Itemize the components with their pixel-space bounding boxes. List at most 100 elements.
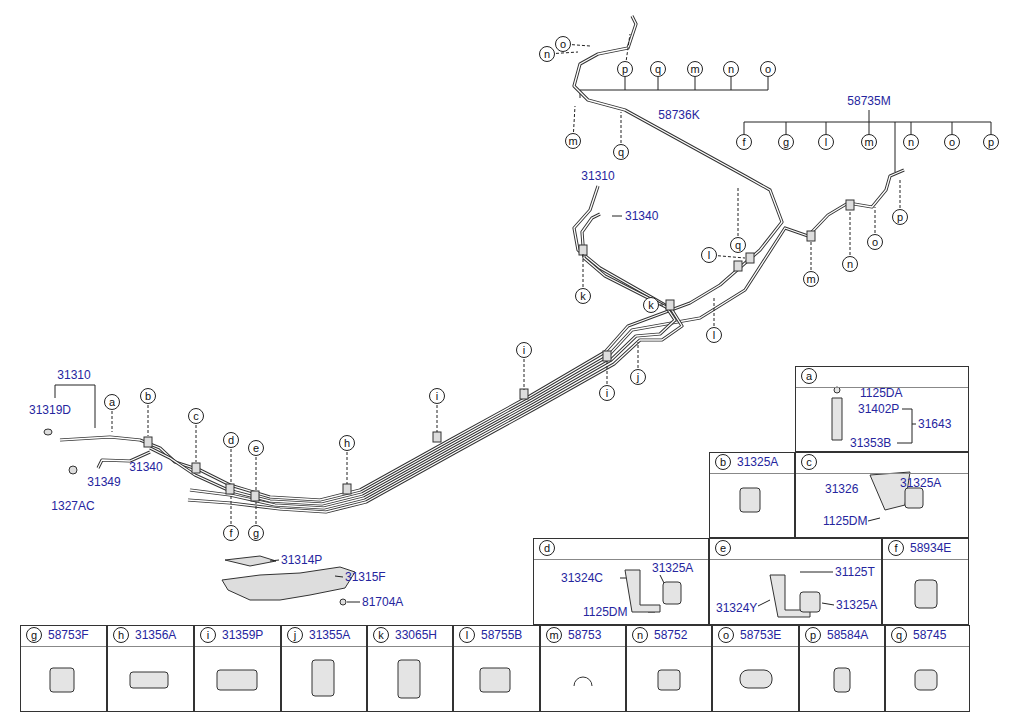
part-number: 31310 xyxy=(57,368,90,382)
callout-letter: g xyxy=(27,628,41,642)
part-number: 58584A xyxy=(827,628,868,642)
callout-letter: e xyxy=(249,441,263,455)
part-number: 58736K xyxy=(658,108,699,122)
panel-header-rule xyxy=(796,473,968,474)
callout-circle: i xyxy=(429,388,445,404)
callout-circle: f xyxy=(223,525,239,541)
clip-part xyxy=(398,660,420,698)
fuel-tube xyxy=(190,186,675,508)
callout-letter: k xyxy=(576,289,590,303)
callout-letter: p xyxy=(806,628,820,642)
fuel-tube-core xyxy=(60,16,782,500)
callout-letter: b xyxy=(716,455,730,469)
callout-letter: e xyxy=(716,541,730,555)
part-number: 1125DM xyxy=(583,605,627,619)
tube-clip xyxy=(579,245,587,255)
grommet-part xyxy=(834,668,850,692)
part-number: 31314P xyxy=(281,553,322,567)
part-number: 58755B xyxy=(481,628,522,642)
panel-header-rule xyxy=(534,559,708,560)
bracket-line xyxy=(744,110,991,172)
callout-circle: b xyxy=(140,388,156,404)
callout-circle: n xyxy=(842,256,858,272)
bracket-line xyxy=(580,77,768,98)
callout-letter: b xyxy=(141,389,155,403)
callout-letter: q xyxy=(614,145,628,159)
clip-part xyxy=(663,582,681,604)
detail-panel: 31355Aj xyxy=(281,625,367,712)
leader-line xyxy=(256,502,257,524)
part-number: 31325A xyxy=(737,455,778,469)
callout-circle: m xyxy=(861,134,877,150)
panel-header-rule xyxy=(800,646,884,647)
callout-circle: o xyxy=(718,627,734,643)
part-number: 31324C xyxy=(561,571,603,585)
tube-clip xyxy=(603,351,611,361)
clip-part xyxy=(574,677,592,686)
callout-letter: n xyxy=(843,257,857,271)
callout-circle: o xyxy=(555,36,571,52)
panel-header-rule xyxy=(541,646,625,647)
callout-circle: m xyxy=(565,133,581,149)
leader-line xyxy=(800,572,833,573)
callout-circle: p xyxy=(983,134,999,150)
clip-part xyxy=(658,670,680,690)
fuel-tube xyxy=(60,16,782,500)
callout-circle: e xyxy=(248,440,264,456)
part-number: 1327AC xyxy=(51,499,94,513)
callout-circle: q xyxy=(650,61,666,77)
callout-circle: k xyxy=(643,297,659,313)
leader-line xyxy=(335,576,343,577)
callout-letter: l xyxy=(707,328,721,342)
clip-part xyxy=(217,670,257,690)
callout-circle: c xyxy=(188,408,204,424)
callout-circle: o xyxy=(944,134,960,150)
callout-letter: f xyxy=(224,526,238,540)
callout-letter: l xyxy=(460,628,474,642)
tube-clip xyxy=(746,253,754,263)
tube-clip xyxy=(251,491,259,501)
clip-part xyxy=(915,670,937,690)
part-number: 1125DM xyxy=(823,514,867,528)
tube-clip xyxy=(343,484,351,494)
callout-letter: i xyxy=(201,628,215,642)
clip-part xyxy=(130,672,168,688)
callout-letter: j xyxy=(288,628,302,642)
callout-letter: o xyxy=(945,135,959,149)
callout-circle: h xyxy=(113,627,129,643)
tube-clip xyxy=(520,389,528,399)
part-number: 31325A xyxy=(836,598,877,612)
callout-letter: n xyxy=(724,62,738,76)
callout-circle: n xyxy=(723,61,739,77)
callout-circle: i xyxy=(599,385,615,401)
callout-letter: n xyxy=(540,47,554,61)
detail-panel: 33065Hk xyxy=(367,625,453,712)
callout-letter: n xyxy=(904,135,918,149)
part-number: 58753 xyxy=(568,628,601,642)
panel-header-rule xyxy=(710,473,794,474)
part-number: 58753F xyxy=(48,628,89,642)
callout-letter: p xyxy=(618,62,632,76)
callout-letter: o xyxy=(868,235,882,249)
callout-letter: h xyxy=(114,628,128,642)
bolt-symbol xyxy=(340,599,346,605)
leader-line xyxy=(626,34,630,60)
part-number: 31353B xyxy=(850,436,891,450)
callout-letter: g xyxy=(249,526,263,540)
detail-panel: 58745q xyxy=(885,625,970,712)
detail-panel: 58752n xyxy=(626,625,712,712)
leader-line xyxy=(437,405,438,432)
callout-letter: o xyxy=(556,37,570,51)
detail-panel: 31125T31324Y31325Ae xyxy=(709,538,882,625)
bracket-part xyxy=(625,570,660,612)
detail-panel: 3132631325A1125DMc xyxy=(795,452,969,538)
panel-header-rule xyxy=(627,646,711,647)
callout-circle: l xyxy=(818,134,834,150)
panel-header-rule xyxy=(710,559,881,560)
callout-circle: c xyxy=(801,454,817,470)
clip-part xyxy=(740,488,760,512)
callout-letter: d xyxy=(540,541,554,555)
part-number: 58934E xyxy=(910,541,951,555)
callout-letter: g xyxy=(779,135,793,149)
callout-circle: m xyxy=(687,61,703,77)
